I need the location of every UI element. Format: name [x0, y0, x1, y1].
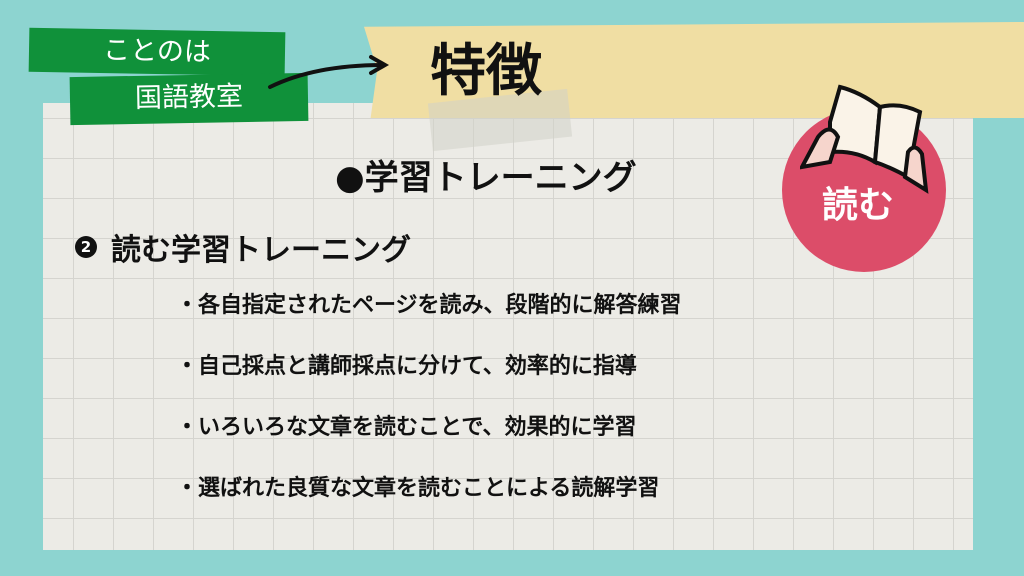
section-heading: ●学習トレーニング: [335, 158, 637, 198]
open-book-icon: [800, 84, 929, 194]
arrow-icon: [268, 55, 390, 89]
subsection-heading: 2 読む学習トレーニング: [75, 225, 411, 269]
list-item: ・自己採点と講師採点に分けて、効率的に指導: [176, 353, 637, 379]
list-item: ・いろいろな文章を読むことで、効果的に学習: [176, 414, 637, 440]
subsection-label: 読む学習トレーニング: [111, 233, 411, 268]
bullet-list: ・各自指定されたページを読み、段階的に解答練習 ・自己採点と講師採点に分けて、効…: [176, 285, 682, 529]
page-title: 特徴: [430, 38, 542, 104]
brand-line-1: ことのは: [28, 27, 286, 77]
badge-label: 読む: [822, 185, 895, 226]
list-item: ・選ばれた良質な文章を読むことによる読解学習: [176, 475, 660, 501]
number-badge: 2: [75, 236, 97, 258]
list-item: ・各自指定されたページを読み、段階的に解答練習: [176, 292, 682, 318]
